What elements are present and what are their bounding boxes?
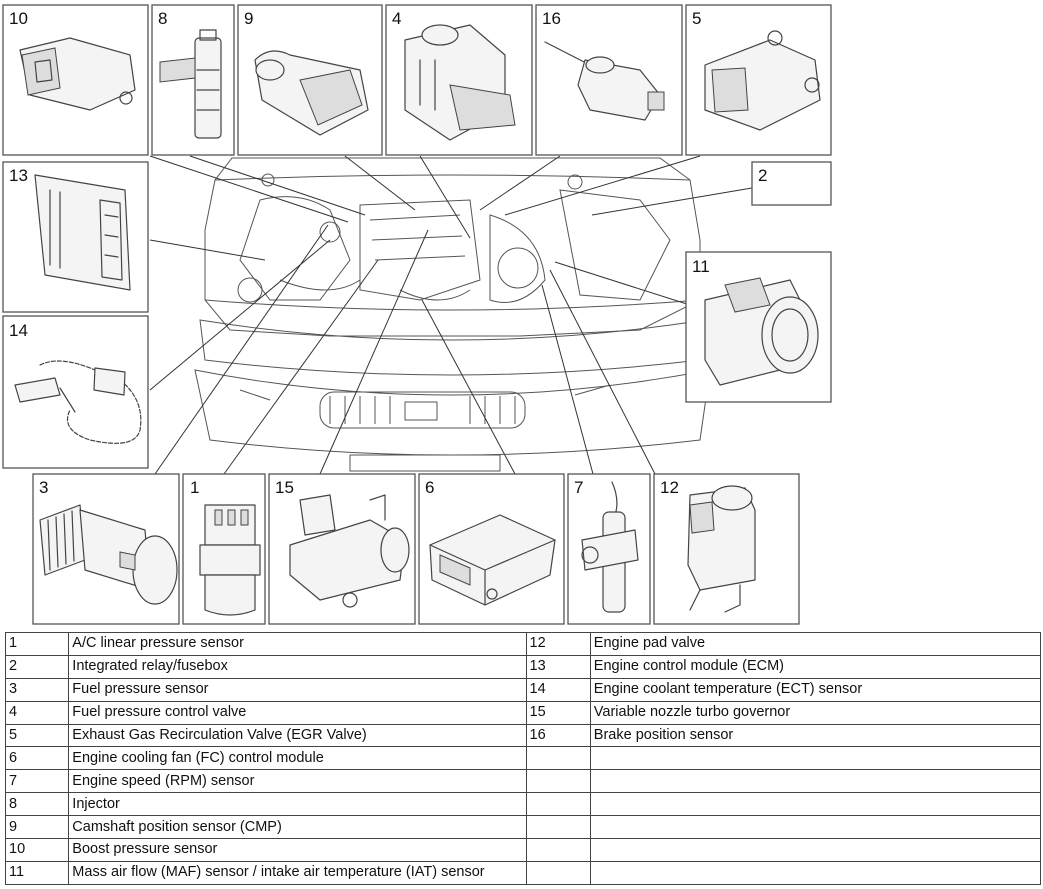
part-number: 16 [525, 723, 591, 748]
callout-15: 15 [268, 473, 416, 625]
part-number: 2 [4, 654, 70, 679]
empty-cell [589, 838, 1042, 862]
empty-cell [589, 815, 1042, 840]
callout-1: 1 [182, 473, 266, 625]
callout-number: 6 [425, 478, 434, 497]
part-name: Camshaft position sensor (CMP) [68, 815, 527, 840]
empty-cell [589, 746, 1042, 771]
part-name: Brake position sensor [589, 723, 1042, 748]
callout-2: 2 [751, 161, 832, 206]
callout-7: 7 [567, 473, 651, 625]
part-name: Engine speed (RPM) sensor [68, 769, 527, 794]
part-name: Injector [68, 792, 527, 817]
empty-cell [525, 838, 591, 862]
callout-number: 9 [244, 9, 253, 28]
empty-cell [525, 815, 591, 840]
callout-11: 11 [685, 251, 832, 403]
empty-cell [525, 746, 591, 771]
callout-number: 3 [39, 478, 48, 497]
part-number: 9 [4, 815, 70, 840]
parts-legend-table: 1 A/C linear pressure sensor 12 Engine p… [4, 632, 1042, 885]
callout-10: 10 [2, 4, 149, 156]
part-number: 1 [4, 632, 70, 656]
empty-cell [525, 769, 591, 794]
callout-9: 9 [237, 4, 383, 156]
table-row: 9 Camshaft position sensor (CMP) [4, 815, 1042, 840]
callout-number: 10 [9, 9, 28, 28]
table-row: 6 Engine cooling fan (FC) control module [4, 746, 1042, 771]
part-name: Variable nozzle turbo governor [589, 700, 1042, 725]
part-name: Engine cooling fan (FC) control module [68, 746, 527, 771]
part-number: 10 [4, 838, 70, 862]
part-number: 14 [525, 677, 591, 702]
part-number: 3 [4, 677, 70, 702]
empty-cell [525, 860, 591, 885]
part-number: 5 [4, 723, 70, 748]
part-number: 6 [4, 746, 70, 771]
empty-cell [589, 860, 1042, 885]
callout-4: 4 [385, 4, 533, 156]
part-number: 15 [525, 700, 591, 725]
part-name: Engine control module (ECM) [589, 654, 1042, 679]
part-name: Boost pressure sensor [68, 838, 527, 862]
callout-3: 3 [32, 473, 180, 625]
callout-5: 5 [685, 4, 832, 156]
part-name: Integrated relay/fusebox [68, 654, 527, 679]
callout-6: 6 [418, 473, 565, 625]
callout-16: 16 [535, 4, 683, 156]
callout-number: 15 [275, 478, 294, 497]
table-row: 4 Fuel pressure control valve 15 Variabl… [4, 700, 1042, 725]
callout-number: 8 [158, 9, 167, 28]
callout-number: 11 [692, 257, 710, 276]
part-name: A/C linear pressure sensor [68, 632, 527, 656]
part-number: 11 [4, 860, 70, 885]
callout-number: 7 [574, 478, 583, 497]
part-number: 4 [4, 700, 70, 725]
part-name: Fuel pressure control valve [68, 700, 527, 725]
callout-number: 4 [392, 9, 401, 28]
callout-number: 12 [660, 478, 679, 497]
part-number: 7 [4, 769, 70, 794]
table-row: 1 A/C linear pressure sensor 12 Engine p… [4, 632, 1042, 656]
table-row: 8 Injector [4, 792, 1042, 817]
callout-number: 5 [692, 9, 701, 28]
part-name: Mass air flow (MAF) sensor / intake air … [68, 860, 527, 885]
table-row: 5 Exhaust Gas Recirculation Valve (EGR V… [4, 723, 1042, 748]
callout-8: 8 [151, 4, 235, 156]
table-row: 3 Fuel pressure sensor 14 Engine coolant… [4, 677, 1042, 702]
table-row: 2 Integrated relay/fusebox 13 Engine con… [4, 654, 1042, 679]
callout-number: 13 [9, 166, 28, 185]
part-number: 8 [4, 792, 70, 817]
callout-number: 1 [190, 478, 199, 497]
callout-14: 14 [2, 315, 149, 469]
callout-number: 14 [9, 321, 28, 340]
engine-bay-illustration [194, 157, 711, 472]
part-number: 13 [525, 654, 591, 679]
engine-bay-diagram: 10 8 9 4 16 5 [2, 4, 832, 625]
empty-cell [525, 792, 591, 817]
callout-12: 12 [653, 473, 800, 625]
part-name: Engine coolant temperature (ECT) sensor [589, 677, 1042, 702]
empty-cell [589, 792, 1042, 817]
part-name: Engine pad valve [589, 632, 1042, 656]
callout-number: 16 [542, 9, 561, 28]
part-name: Exhaust Gas Recirculation Valve (EGR Val… [68, 723, 527, 748]
part-name: Fuel pressure sensor [68, 677, 527, 702]
table-row: 11 Mass air flow (MAF) sensor / intake a… [4, 860, 1042, 885]
table-row: 10 Boost pressure sensor [4, 838, 1042, 862]
callout-13: 13 [2, 161, 149, 313]
table-row: 7 Engine speed (RPM) sensor [4, 769, 1042, 794]
leader-lines [149, 155, 753, 475]
part-number: 12 [525, 632, 591, 656]
empty-cell [589, 769, 1042, 794]
callout-number: 2 [758, 166, 767, 185]
